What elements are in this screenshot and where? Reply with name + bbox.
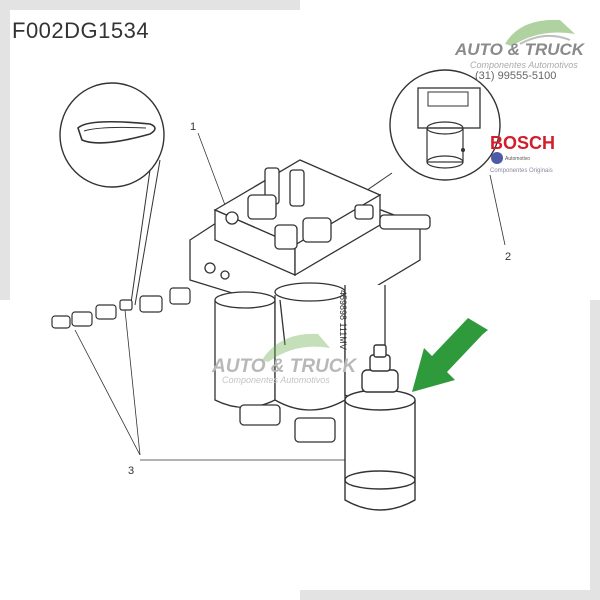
bosch-subtitle: Componentes Originais — [490, 168, 553, 174]
bosch-tag: Automotivo — [505, 156, 531, 162]
callout-1: 1 — [190, 121, 196, 133]
detail-circle-right — [359, 69, 501, 196]
filter-cartridge — [344, 344, 416, 511]
callout-3: 3 — [128, 465, 134, 477]
valve-block — [189, 159, 431, 321]
detail-circle-left — [59, 82, 165, 311]
watermark-phone: (31) 99555-5100 — [475, 70, 557, 82]
logo-graphic-center — [262, 333, 330, 362]
watermark-brand-center: AUTO & TRUCK — [212, 356, 357, 377]
highlight-arrow — [412, 318, 488, 392]
watermark-subtitle-top: Componentes Automotivos — [470, 60, 578, 70]
bosch-emblem — [491, 152, 503, 164]
callout-2: 2 — [505, 251, 511, 263]
watermark-subtitle-center: Componentes Automotivos — [222, 375, 330, 385]
bosch-logo-text: BOSCH — [490, 133, 556, 153]
part-code: F002DG1534 — [12, 18, 150, 43]
watermark-brand-top: AUTO & TRUCK — [455, 40, 585, 59]
cartridge-serial: 459898 111MV — [338, 290, 348, 350]
logo-graphic-top — [505, 19, 575, 46]
fittings — [51, 287, 191, 329]
